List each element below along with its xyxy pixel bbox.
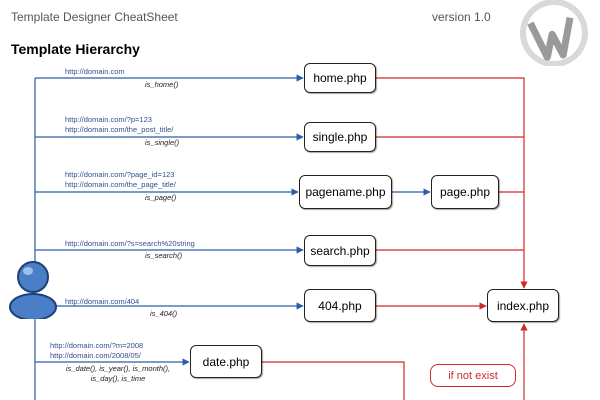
url-page-1: http://domain.com/?page_id=123 bbox=[65, 170, 175, 179]
fallback-date bbox=[262, 361, 405, 400]
section-title: Template Hierarchy bbox=[11, 41, 140, 57]
header-version: version 1.0 bbox=[432, 10, 491, 24]
template-box-single: single.php bbox=[304, 122, 376, 152]
url-404-1: http://domain.com/404 bbox=[65, 297, 140, 306]
user-icon bbox=[8, 257, 58, 321]
url-date-2: http://domain.com/2008/05/ bbox=[50, 351, 141, 360]
wordpress-logo-icon bbox=[508, 0, 600, 67]
fallback-home bbox=[376, 77, 528, 289]
url-home-1: http://domain.com bbox=[65, 67, 125, 76]
template-box-index: index.php bbox=[487, 289, 559, 322]
url-search-1: http://domain.com/?s=search%20string bbox=[65, 239, 195, 248]
template-box-date: date.php bbox=[190, 345, 262, 378]
condition-date-2: is_day(), is_time bbox=[90, 374, 146, 383]
condition-home: is_home() bbox=[145, 80, 179, 89]
condition-404: is_404() bbox=[150, 309, 178, 318]
header-title: Template Designer CheatSheet bbox=[11, 10, 178, 24]
url-page-2: http://domain.com/the_page_title/ bbox=[65, 180, 176, 189]
url-single-2: http://domain.com/the_post_title/ bbox=[65, 125, 174, 134]
if-not-exist-note: if not exist bbox=[430, 364, 516, 387]
url-date-1: http://domain.com/?m=2008 bbox=[50, 341, 144, 350]
condition-page: is_page() bbox=[145, 193, 177, 202]
template-box-home: home.php bbox=[304, 63, 376, 93]
condition-date-1: is_date(), is_year(), is_month(), bbox=[65, 364, 171, 373]
condition-search: is_search() bbox=[145, 251, 183, 260]
template-box-page: page.php bbox=[431, 175, 499, 209]
template-box-search: search.php bbox=[304, 235, 376, 266]
template-box-pagename: pagename.php bbox=[299, 175, 392, 209]
url-single-1: http://domain.com/?p=123 bbox=[65, 115, 152, 124]
template-box-404: 404.php bbox=[304, 289, 376, 322]
condition-single: is_single() bbox=[145, 138, 180, 147]
